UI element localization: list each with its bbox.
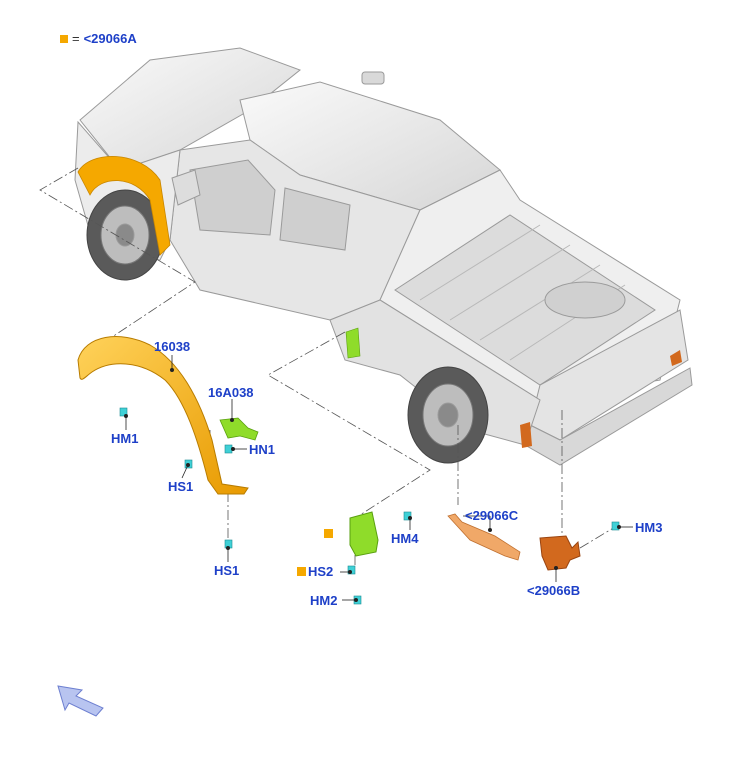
label-hm4: HM4 <box>391 531 419 546</box>
legend-equals: = <box>72 31 80 46</box>
hn1-fastener <box>224 444 233 454</box>
label-hs2: HS2 <box>308 564 334 579</box>
orange-marker-green-part <box>324 529 333 538</box>
label-hm1: HM1 <box>111 431 139 446</box>
label-bracket: 16A038 <box>208 385 254 400</box>
legend: = <29066A <box>60 31 137 46</box>
hm4-fastener <box>403 511 412 521</box>
label-pointers <box>124 355 633 603</box>
label-fender-flare: 16038 <box>154 339 191 354</box>
green-rear-part <box>349 511 379 557</box>
pickup-truck <box>74 47 693 466</box>
legend-color-swatch <box>60 34 68 43</box>
truck-front-flare-highlight <box>77 155 171 256</box>
hs2-fastener <box>347 565 356 575</box>
hm1-fastener <box>119 407 128 417</box>
truck-rear-orange-highlight <box>520 422 532 448</box>
orange-marker-hs2 <box>297 567 306 576</box>
leader-lines <box>39 167 616 565</box>
label-part-c: <29066C <box>465 508 519 523</box>
view-direction-arrow-icon <box>57 685 104 717</box>
fender-flare-part <box>77 336 249 495</box>
rear-bracket-part <box>539 535 581 571</box>
legend-code: <29066A <box>83 31 137 46</box>
bracket-part <box>219 417 259 441</box>
truck-rear-orange-highlight-2 <box>670 350 682 366</box>
label-hm2: HM2 <box>310 593 338 608</box>
label-hs1-upper: HS1 <box>168 479 194 494</box>
trim-strip-part <box>447 513 521 561</box>
label-hm3: HM3 <box>635 520 663 535</box>
label-part-b: <29066B <box>527 583 581 598</box>
label-hn1: HN1 <box>249 442 276 457</box>
truck-rear-green-highlight <box>345 327 361 359</box>
label-hs1-lower: HS1 <box>214 563 240 578</box>
